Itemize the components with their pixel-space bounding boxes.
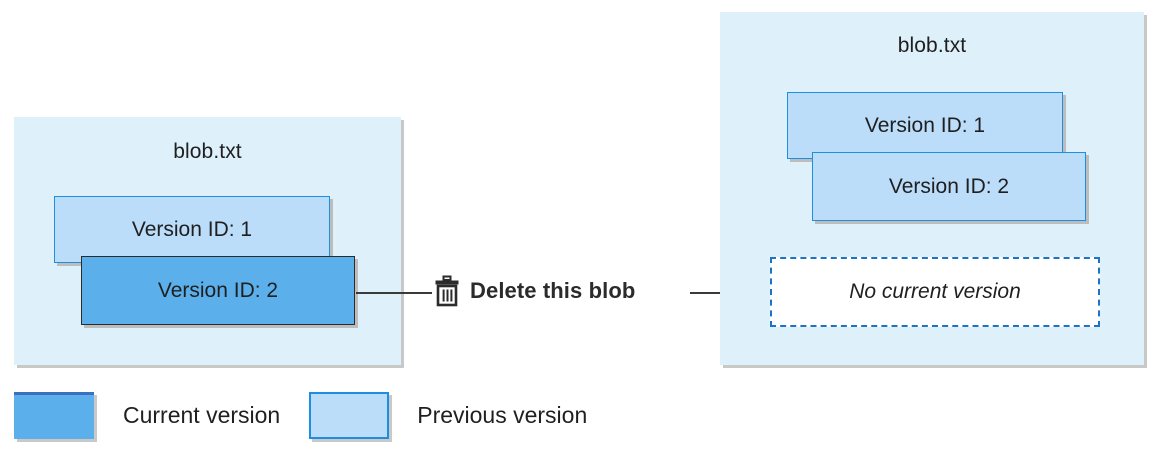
version-label: Version ID: 1 [864,113,986,137]
version-card-after-2: Version ID: 2 [812,152,1086,221]
version-label: Version ID: 1 [131,217,253,241]
delete-blob-label: Delete this blob [470,278,636,303]
no-current-version-box: No current version [770,257,1100,327]
legend-swatch-previous [309,392,390,439]
connector-line-left [356,292,432,294]
legend-label-previous: Previous version [417,402,588,428]
blob-name-before: blob.txt [173,140,242,163]
no-current-version-label: No current version [849,280,1021,303]
version-card-after-1: Version ID: 1 [787,92,1063,159]
version-label: Version ID: 2 [157,278,279,302]
blob-container-before: blob.txt Version ID: 1 Version ID: 2 [14,117,401,365]
legend-item-current-version: Current version [14,392,280,439]
blob-name-after: blob.txt [897,34,967,57]
version-card-before-1: Version ID: 1 [54,196,330,263]
legend-label-current: Current version [123,402,281,428]
version-card-before-2: Version ID: 2 [81,256,355,325]
legend-swatch-current [14,392,94,439]
blob-container-after: blob.txt Version ID: 1 Version ID: 2 No … [720,12,1144,365]
legend-item-previous-version: Previous version [309,392,587,439]
legend: Current version Previous version [14,392,587,439]
version-label: Version ID: 2 [888,174,1010,198]
trash-icon [435,275,459,307]
delete-blob-action: Delete this blob [434,275,635,307]
